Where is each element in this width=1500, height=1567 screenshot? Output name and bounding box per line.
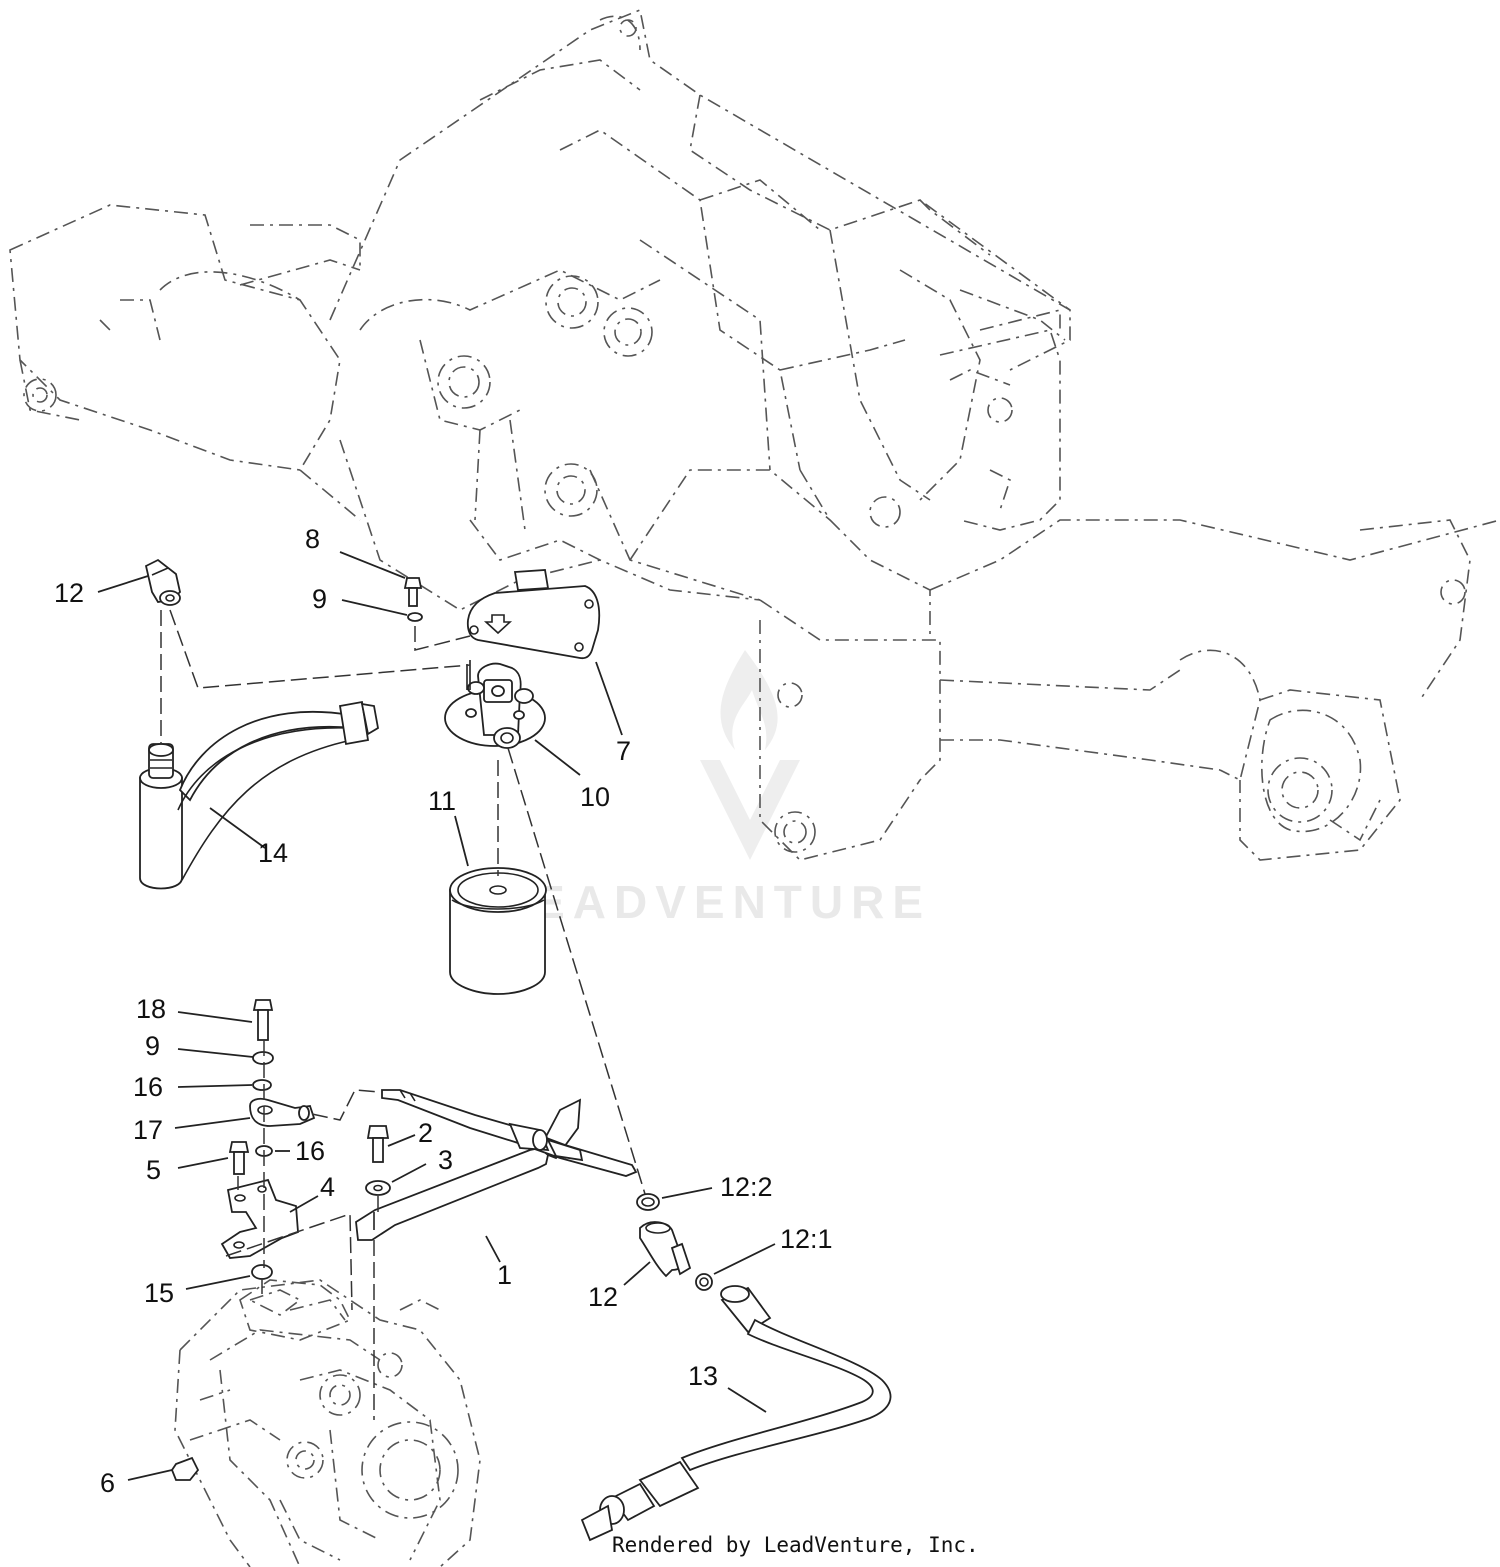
elbow-fitting-12-lower [639,1221,692,1278]
nut-6 [170,1456,200,1481]
watermark: LEADVENTURE [498,650,931,928]
callout-1: 1 [497,1260,512,1290]
callout-12-lower: 12 [588,1282,618,1312]
callout-10: 10 [580,782,610,812]
nut-15 [251,1264,273,1280]
callout-12-top: 12 [54,578,84,608]
callout-12-2: 12:2 [720,1172,773,1202]
callout-14: 14 [258,838,288,868]
washer-3 [365,1180,391,1196]
assembly-guides [160,609,646,1420]
filter-head-10 [444,660,546,749]
hydraulic-pump [174,1279,481,1567]
callout-16-lower: 16 [295,1136,325,1166]
hose-13 [580,1285,892,1542]
callout-18: 18 [136,994,166,1024]
callout-12-1: 12:1 [780,1224,833,1254]
callout-9-top: 9 [312,584,327,614]
filter-bracket-7 [466,569,601,660]
pump-bracket-4 [220,1178,299,1259]
footer-credit: Rendered by LeadVenture, Inc. [612,1533,979,1557]
washer-9-top [407,612,423,622]
control-cable [381,1089,638,1177]
bolt-2 [366,1125,390,1163]
hose-14 [139,700,379,890]
callout-9-lower: 9 [145,1031,160,1061]
o-ring-12-2 [636,1193,660,1211]
elbow-fitting-12-top [144,558,181,606]
bolt-8 [403,577,423,607]
watermark-logo [700,650,800,860]
mower-frame [9,8,1500,861]
callout-7: 7 [616,736,631,766]
spacer-16-upper [252,1079,272,1091]
bolt-18 [252,999,274,1041]
bolt-5 [228,1141,250,1175]
callout-11: 11 [428,786,456,816]
callout-13: 13 [688,1361,718,1391]
leader-lines [97,551,776,1481]
washer-9-lower [252,1051,274,1065]
callout-8: 8 [305,524,320,554]
lever-17 [249,1097,316,1127]
callout-16-upper: 16 [133,1072,163,1102]
callout-15: 15 [144,1278,174,1308]
callout-3: 3 [438,1145,453,1175]
callout-labels: 12 8 9 7 10 11 14 18 9 16 17 16 5 2 3 4 … [54,524,833,1498]
callout-4: 4 [320,1172,335,1202]
callout-5: 5 [146,1155,161,1185]
o-ring-12-1 [695,1273,713,1291]
watermark-text: LEADVENTURE [498,876,931,928]
callout-2: 2 [418,1118,433,1148]
hydraulic-filter-11 [449,867,547,995]
callout-6: 6 [100,1468,115,1498]
callout-17: 17 [133,1115,163,1145]
